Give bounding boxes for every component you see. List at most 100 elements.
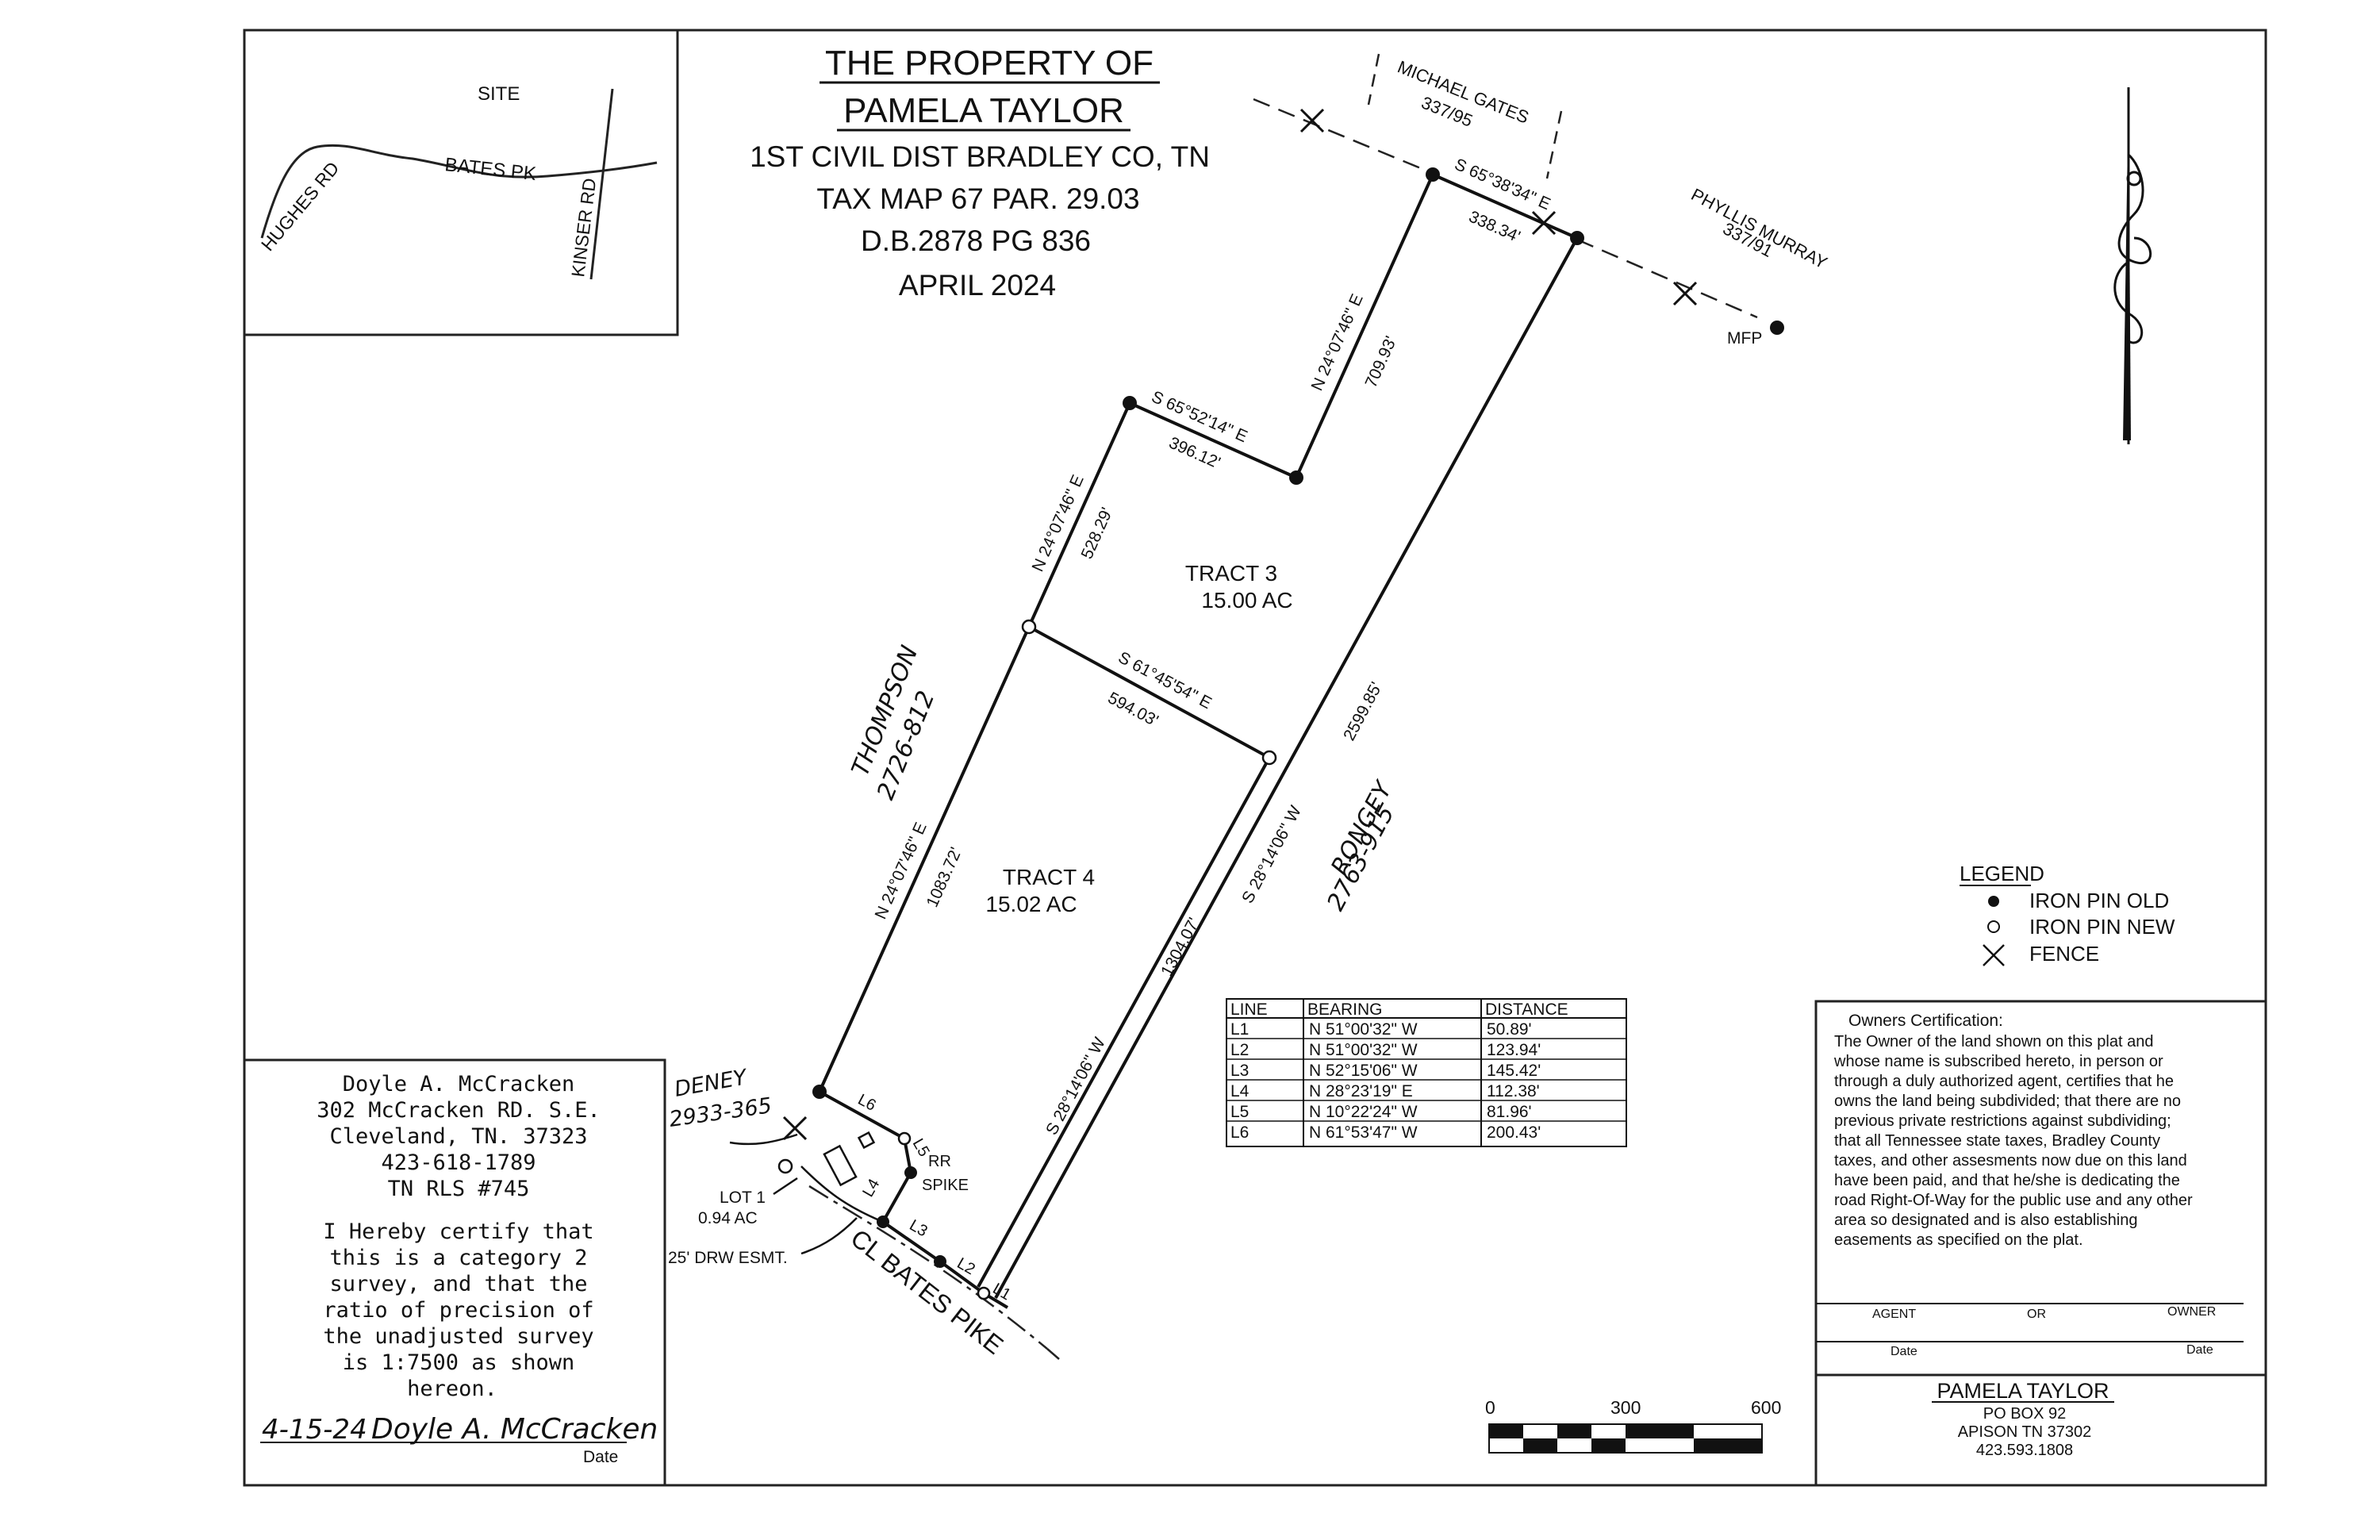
owner-label: OWNER xyxy=(2167,1305,2216,1319)
surveyor-cert-3: survey, and that the xyxy=(329,1272,587,1296)
tract3-area: 15.00 AC xyxy=(1201,588,1292,613)
signature-date-label: Date xyxy=(583,1448,618,1466)
bates-pike-centerline xyxy=(808,1185,1060,1360)
boundary-tract4-east xyxy=(977,757,1271,1288)
surveyor-phone: 423-618-1789 xyxy=(381,1150,536,1175)
lot-details xyxy=(729,1131,884,1255)
tract4-name: TRACT 4 xyxy=(1003,865,1095,889)
line-table-cell: 81.96' xyxy=(1487,1103,1532,1121)
iron-pin-new-icon xyxy=(1987,920,2000,933)
line-table-header-bearing: BEARING xyxy=(1307,1000,1383,1019)
iron-pins-old xyxy=(812,167,1784,1268)
owners-certification: Owners Certification: The Owner of the l… xyxy=(1814,1000,2267,1487)
owner-box-phone: 423.593.1808 xyxy=(1976,1442,2073,1459)
scale-label-600: 600 xyxy=(1751,1397,1781,1418)
iron-pin-old-icon xyxy=(1770,321,1784,335)
line-table-cell: N 51°00'32" W xyxy=(1309,1020,1418,1039)
owners-certification-frame xyxy=(1814,1000,2267,1487)
vicinity-kinser-label: KINSER RD xyxy=(567,177,600,278)
boundary-l3 xyxy=(881,1220,942,1263)
line-table-cell: N 10°22'24" W xyxy=(1309,1103,1418,1121)
boundary-s396 xyxy=(1129,401,1297,479)
owners-cert-line: easements as specified on the plat. xyxy=(1834,1231,2083,1249)
iron-pin-new-icon xyxy=(1021,619,1037,635)
lot-name: LOT 1 xyxy=(720,1189,766,1207)
title-line-3: 1ST CIVIL DIST BRADLEY CO, TN xyxy=(750,140,1210,173)
vicinity-bates-label: BATES PK xyxy=(443,154,537,185)
fence-icon xyxy=(1299,108,1325,133)
owners-cert-line: owns the land being subdivided; that the… xyxy=(1834,1093,2181,1110)
call-t4east-bearing: S 28°14'06" W xyxy=(1042,1035,1109,1139)
adjoiner-line-north xyxy=(1253,98,1437,176)
tract4-area: 15.02 AC xyxy=(985,892,1077,916)
line-table-cell: L6 xyxy=(1230,1123,1249,1142)
title-line-6: APRIL 2024 xyxy=(899,269,1056,301)
surveyor-signature: Doyle A. McCracken xyxy=(371,1413,658,1446)
house-outline xyxy=(823,1144,858,1187)
legend-item-iron-pin-new: IRON PIN NEW xyxy=(2029,915,2175,939)
iron-pin-old-icon xyxy=(1570,231,1584,245)
surveyor-cert-5: the unadjusted survey xyxy=(323,1324,593,1349)
scale-bar: 0 300 600 xyxy=(1485,1397,1781,1454)
owners-cert-line: through a duly authorized agent, certifi… xyxy=(1834,1073,2174,1090)
boundary-n709 xyxy=(1295,174,1434,478)
lot-labels: LOT 1 0.94 AC 25' DRW ESMT. CL BATES PIK… xyxy=(668,1091,1014,1360)
adjoiner-lines xyxy=(1253,53,1758,319)
signature-date: 4-15-24 xyxy=(262,1414,367,1446)
north-arrow-icon xyxy=(2113,87,2152,444)
iron-pin-old-icon xyxy=(1123,396,1137,410)
owner-box-address-2: APISON TN 37302 xyxy=(1958,1423,2092,1441)
vicinity-map-frame xyxy=(243,29,679,336)
deney-name: DENEY xyxy=(673,1065,750,1102)
owners-cert-line: have been paid, and that he/she is dedic… xyxy=(1834,1172,2180,1189)
line-table-cell: N 61°53'47" W xyxy=(1309,1123,1418,1142)
iron-pin-old-icon xyxy=(1426,167,1440,182)
spike-label: SPIKE xyxy=(922,1177,969,1194)
legend-title: LEGEND xyxy=(1960,862,2044,885)
line-table-frame xyxy=(1226,998,1627,1147)
murray-name: PHYLLIS MURRAY xyxy=(1688,184,1831,273)
owner-box-address-1: PO BOX 92 xyxy=(1983,1405,2067,1423)
surveyor-cert-7: hereon. xyxy=(407,1377,497,1401)
legend-item-fence: FENCE xyxy=(2029,942,2099,966)
surveyor-cert-1: I Hereby certify that xyxy=(323,1219,593,1244)
surveyor-cert-2: this is a category 2 xyxy=(329,1246,587,1270)
iron-pin-old-icon xyxy=(904,1166,917,1179)
vicinity-hughes-label: HUGHES RD xyxy=(257,158,344,255)
boundary-tract-divider xyxy=(1028,625,1270,759)
line-table-cell: 200.43' xyxy=(1487,1123,1541,1142)
drw-esmt-label: 25' DRW ESMT. xyxy=(668,1249,788,1267)
legend: LEGEND IRON PIN OLD IRON PIN NEW FENCE xyxy=(1960,862,2175,966)
line-table-cell: L4 xyxy=(1230,1082,1250,1100)
title-line-5: D.B.2878 PG 836 xyxy=(861,225,1091,257)
owners-cert-line: area so designated and is also establish… xyxy=(1834,1212,2137,1229)
boundary-west xyxy=(818,626,1031,1093)
call-east-distance: 2599.85' xyxy=(1340,679,1386,743)
iron-pin-new-icon xyxy=(977,1286,991,1300)
line-table-header-distance: DISTANCE xyxy=(1485,1000,1568,1019)
gates-divider-1 xyxy=(1367,53,1380,106)
surveyor-address-2: Cleveland, TN. 37323 xyxy=(329,1124,587,1149)
boundary-l4 xyxy=(881,1172,912,1223)
fence-icon xyxy=(1983,944,2005,966)
gates-divider-2 xyxy=(1545,110,1563,179)
surveyor-block: Doyle A. McCracken 302 McCracken RD. S.E… xyxy=(243,1058,666,1487)
fence-marks xyxy=(782,108,1698,1141)
line-table-cell: L5 xyxy=(1230,1103,1249,1121)
call-n709-distance: 709.93' xyxy=(1362,333,1401,390)
owners-cert-line: that all Tennessee state taxes, Bradley … xyxy=(1834,1132,2160,1150)
shed-outline xyxy=(857,1131,876,1150)
fence-icon xyxy=(782,1116,808,1141)
iron-pin-old-icon xyxy=(812,1085,827,1099)
iron-pin-new-icon xyxy=(897,1131,912,1146)
surveyor-name: Doyle A. McCracken xyxy=(343,1072,575,1096)
iron-pin-new-icon xyxy=(777,1158,793,1174)
call-west-bearing: N 24°07'46" E xyxy=(872,820,931,922)
l6-label: L6 xyxy=(855,1091,879,1115)
boundary-l2 xyxy=(939,1260,985,1295)
line-table-cell: 50.89' xyxy=(1487,1020,1532,1039)
iron-pin-old-icon xyxy=(934,1255,946,1268)
title-block: THE PROPERTY OF PAMELA TAYLOR 1ST CIVIL … xyxy=(750,44,1210,301)
owners-cert-line: whose name is subscribed hereto, in pers… xyxy=(1833,1053,2163,1070)
